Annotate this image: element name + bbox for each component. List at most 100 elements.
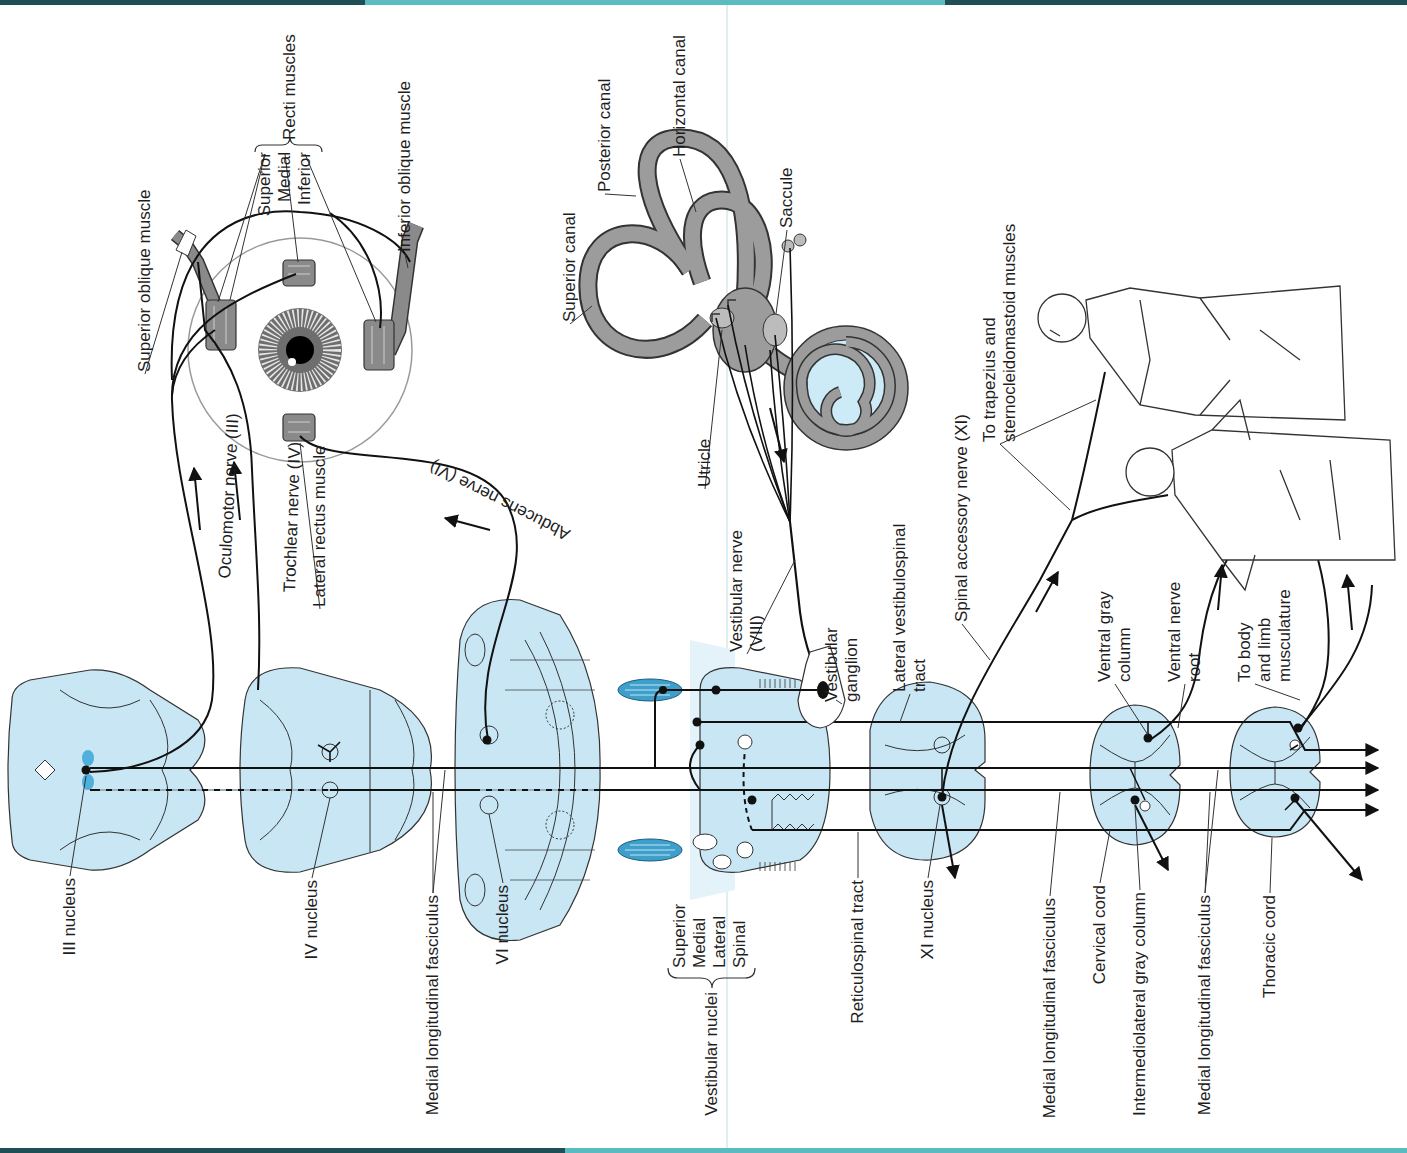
figure-torso [1172,430,1395,560]
text-label: Oculomotor nerve (III) [215,413,244,579]
text-label: Superior canal [560,212,580,322]
text-label: Horizontal canal [670,35,690,157]
eyeball [188,238,412,462]
text-label: Cervical cord [1090,885,1110,984]
vestibular-root [716,689,817,691]
text-label: Vestibular nerve (VIII) [727,517,767,652]
text-label: Medial [690,918,710,968]
lateral-vestibulospinal-tract [745,722,1378,750]
pyramidal-tract [546,701,574,729]
text-label: Saccule [777,168,797,228]
accessory-branch [1072,372,1105,520]
midbrain-line [60,832,140,850]
cochlea-spiral [802,342,890,431]
leader-line [858,832,859,878]
vestibular-cell [693,718,702,727]
figure-detail [1050,298,1300,415]
leader-line [1050,792,1060,896]
text-label: VI nucleus [493,885,513,964]
iv-nucleus-cell [318,742,340,762]
pontine-fibers [505,660,595,880]
leader-lines [70,154,1300,896]
leader-line [1135,806,1140,890]
vestibular-nucleus-outline [737,842,753,858]
reticular-cell [748,796,757,805]
text-label: Medial longitudinal fasciculus [1195,895,1215,1115]
leader-line [605,194,636,196]
leader-line [962,624,990,660]
flow-arrow [1036,572,1058,612]
vestibular-nucleus-outline [693,834,717,850]
text-label: Vestibular nuclei [702,992,722,1116]
text-label: Vestibular ganglion [822,602,862,702]
oculomotor-nerve [90,274,296,772]
nerve-fiber [728,305,790,522]
leader-line [312,798,330,878]
peduncle-outline [465,634,485,666]
flow-arrow [770,408,784,462]
cochlea-spiral-edge [802,342,890,431]
figure-torso [1086,286,1345,420]
cervical-cord-section [1090,705,1180,845]
reticular-connection [744,750,752,830]
top-bar-accent [365,0,945,5]
flow-arrow [1218,565,1222,610]
tract-dash [100,789,600,791]
gray-matter-outline [1100,735,1170,815]
text-label: Inferior oblique muscle [395,81,415,252]
pontine-fibers [540,632,575,910]
figure-detail [1212,400,1340,590]
bottom-bar-accent [565,1148,1407,1153]
leader-line [776,230,787,314]
cerebral-peduncle [150,700,168,840]
body-limb-nerve [1300,585,1372,728]
exit-arrow [942,805,955,878]
pontine-fibers [525,640,560,900]
leader-line [680,159,696,212]
ear-vesicle [782,240,794,252]
text-label: To trapezius and sternocleidomastoid mus… [980,192,1020,442]
superior-rectus [206,300,236,350]
section-line [370,690,371,852]
inferior-olive [772,794,814,830]
iris [258,308,342,392]
vestibular-cell [659,686,667,694]
leader-line [70,776,86,876]
text-label: XI nucleus [918,880,938,959]
leader-line [1270,838,1272,893]
ear-vesicle [794,234,806,246]
figure-head [1038,294,1086,342]
text-label: Lateral rectus muscle [310,445,330,607]
iii-cell [82,766,91,775]
text-label: Reticulospinal tract [848,880,868,1024]
text-label: Thoracic cord [1260,895,1280,998]
flow-arrow [194,468,200,530]
leader-line [1178,684,1185,728]
text-label: Posterior canal [595,79,615,192]
thoracic-cord-section [1230,707,1320,837]
section-line [395,700,414,840]
mlf-tract [90,767,1378,769]
text-label: Trochlear nerve (IV) [280,442,305,593]
nucleus-highlight [82,750,94,766]
vestibular-to-mlf [655,690,716,768]
leader-line [305,154,376,322]
nerve-rootlets [760,679,795,871]
exit-arrow [1135,805,1168,870]
inner-ear [588,138,908,450]
pyramidal-tract [546,811,574,839]
medial-rectus [283,260,315,286]
nerve-fiber [716,318,790,522]
inferior-rectus [364,320,394,370]
mlf-tract [90,789,1378,791]
text-label: Medial longitudinal fasciculus [1040,898,1060,1118]
ventral-nerve-root [1150,540,1240,740]
pupil-highlight [288,358,296,366]
vestibular-connection [690,745,700,790]
text-label: Superior oblique muscle [135,190,155,372]
text-label: Spinal accessory nerve (XI) [952,414,972,622]
peduncle-outline [465,874,485,906]
flow-arrow [445,518,490,530]
text-label: Medial longitudinal fasciculus [423,895,443,1115]
